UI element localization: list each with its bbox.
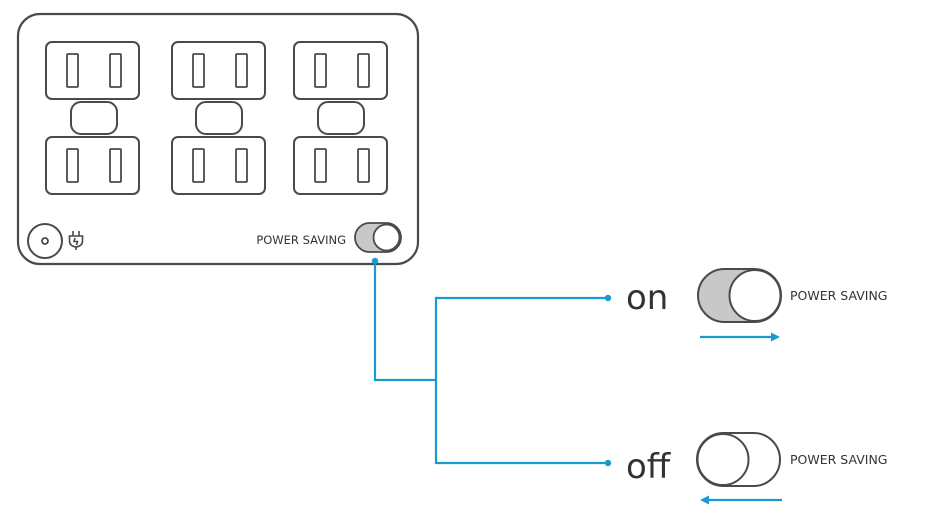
outlet-slot (66, 148, 79, 183)
outlet-slot (192, 53, 205, 88)
device-switch-label: POWER SAVING (256, 233, 346, 247)
outlet-slot (314, 53, 327, 88)
arrow-left-icon (700, 495, 782, 505)
outlet-5[interactable] (293, 41, 388, 100)
device-power-saving-toggle[interactable] (354, 222, 402, 253)
connector-on-dot (604, 294, 612, 302)
outlet-divider (70, 101, 118, 135)
connector-lines (371, 257, 612, 467)
outlet-slot (357, 53, 370, 88)
outlet-slot (235, 148, 248, 183)
on-state: on POWER SAVING (626, 268, 888, 342)
off-state-toggle[interactable] (696, 432, 781, 487)
outlet-slot (357, 148, 370, 183)
outlet-divider (317, 101, 365, 135)
outlet-2[interactable] (45, 136, 140, 195)
connector-trunk (373, 261, 436, 382)
outlet-slot (192, 148, 205, 183)
outlet-1[interactable] (45, 41, 140, 100)
power-strip: POWER SAVING (16, 12, 420, 266)
outlet-slot (314, 148, 327, 183)
plug-icon (68, 231, 84, 250)
outlet-6[interactable] (293, 136, 388, 195)
outlet-slot (109, 53, 122, 88)
outlet-column-2 (171, 41, 266, 195)
connector-off-dot (604, 459, 612, 467)
on-state-toggle[interactable] (697, 268, 782, 323)
outlet-divider (195, 101, 243, 135)
outlet-column-1 (45, 41, 140, 195)
arrow-right-icon (700, 332, 780, 342)
off-state-label: off (626, 447, 672, 487)
connector-on-branch (434, 296, 608, 380)
outlet-slot (235, 53, 248, 88)
on-state-label: on (626, 278, 668, 318)
outlet-3[interactable] (171, 41, 266, 100)
off-state: off POWER SAVING (626, 432, 888, 505)
off-state-switch-label: POWER SAVING (790, 452, 888, 467)
outlet-column-3 (293, 41, 388, 195)
power-button-icon[interactable] (27, 223, 63, 259)
outlet-4[interactable] (171, 136, 266, 195)
power-strip-housing (16, 12, 420, 266)
outlet-slot (66, 53, 79, 88)
connector-off-branch (434, 380, 608, 465)
outlet-slot (109, 148, 122, 183)
on-state-switch-label: POWER SAVING (790, 288, 888, 303)
